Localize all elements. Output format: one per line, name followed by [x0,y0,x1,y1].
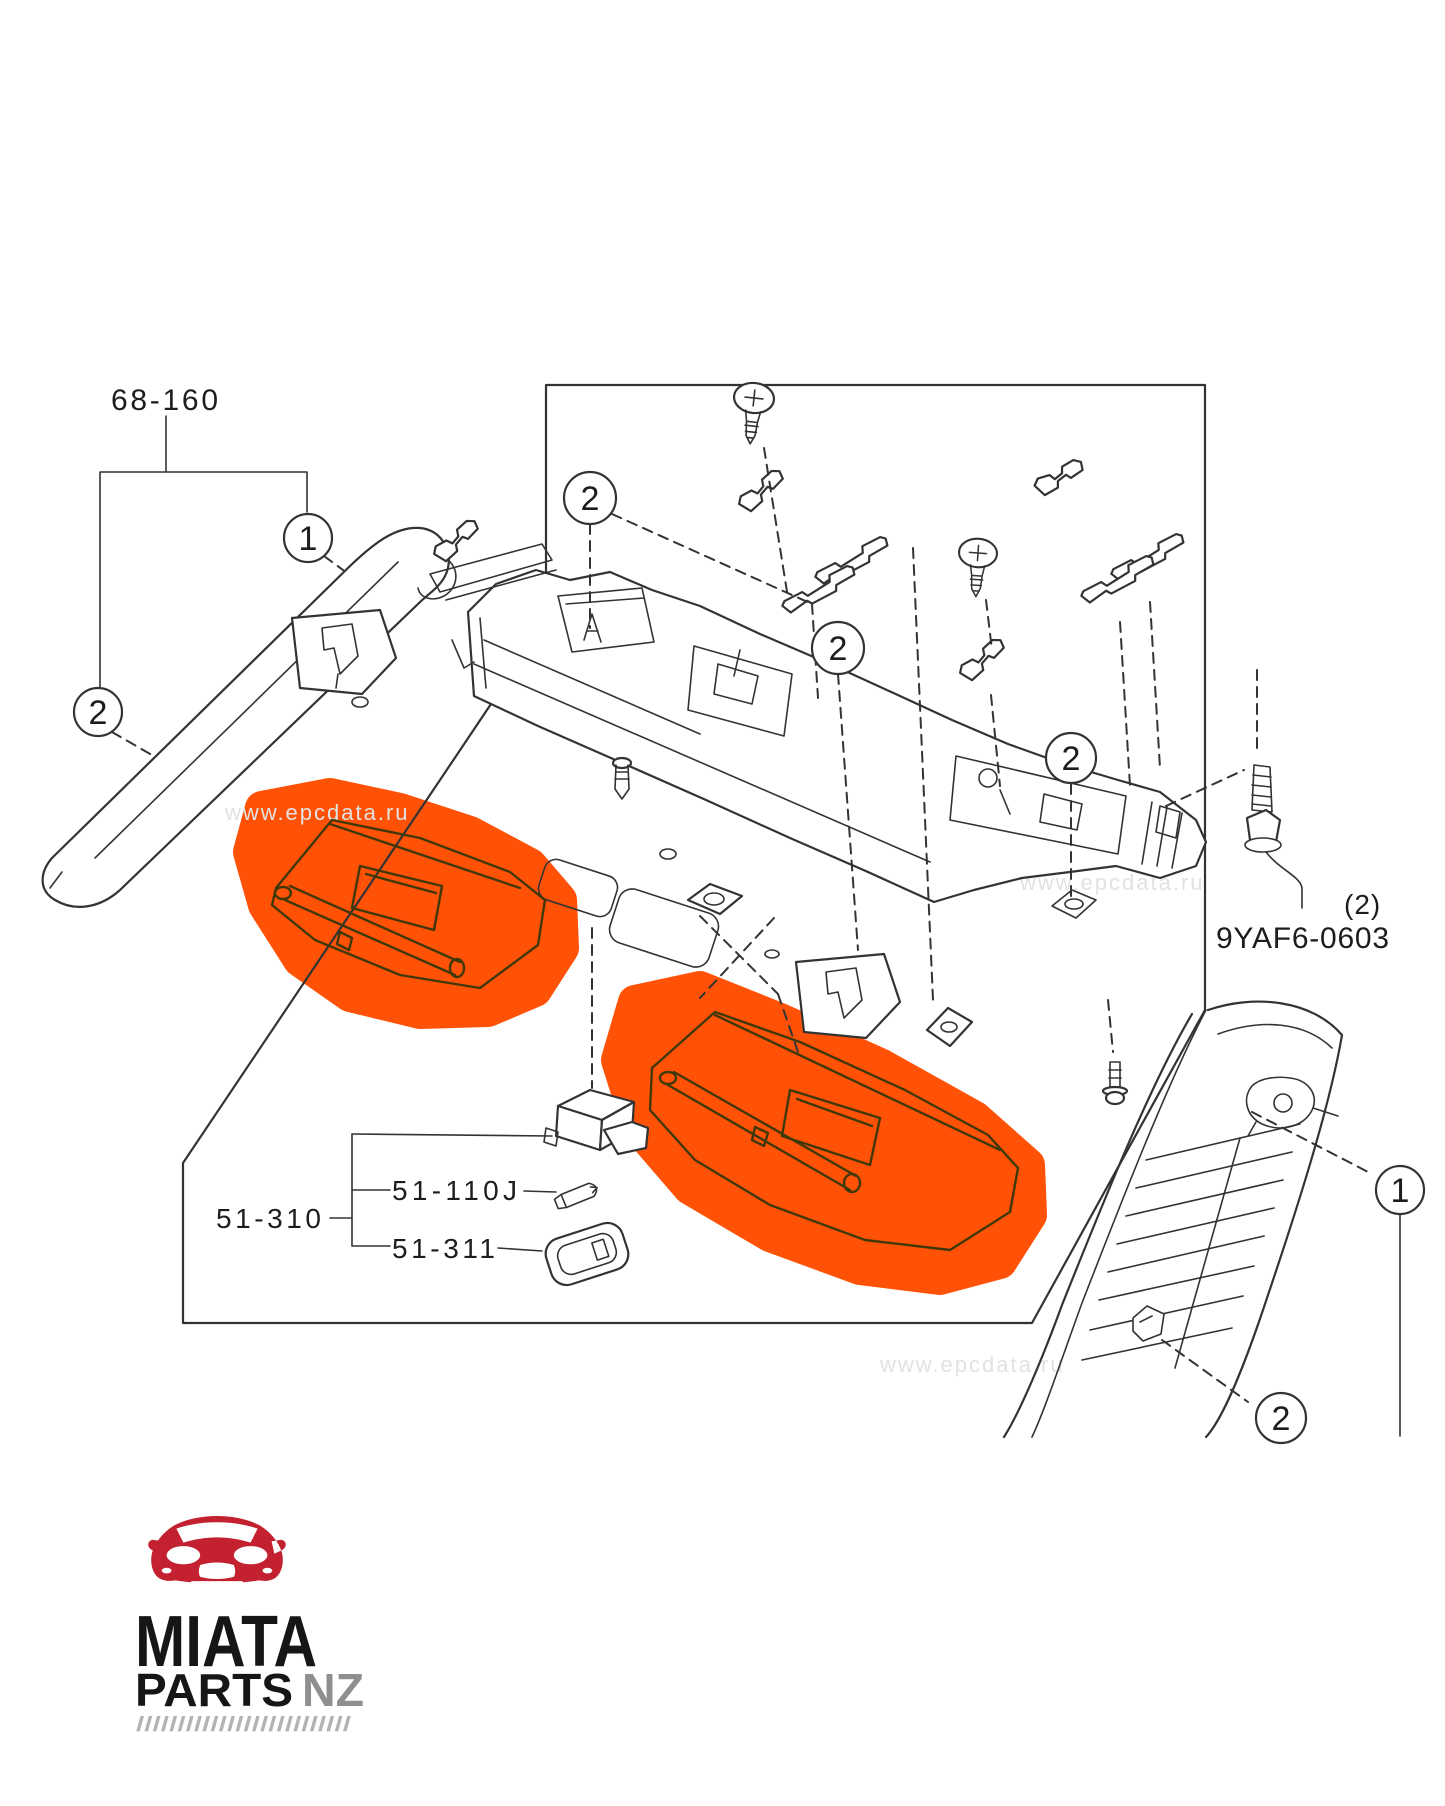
callout-circle-2 [810,620,866,676]
callouts: 2 2 2 [562,470,1098,785]
watermark-text: www.epcdata.ru [879,1352,1065,1377]
callout-circle-2 [1044,731,1098,785]
bolt-9yaf6: (2) 9YAF6-0603 [1165,669,1390,955]
clip-nut-icon [925,1006,974,1048]
part-label-51-310: 51-310 [216,1203,322,1234]
diagram-border [181,383,1207,1325]
small-bolt-icon [1101,1061,1129,1106]
callout-number: 1 [299,520,318,558]
callout-number: 2 [1272,1400,1291,1438]
part-label-51-110J: 51-110J [392,1175,518,1206]
callout-circle-1 [282,512,334,564]
callout-number: 2 [89,694,108,732]
logo-subtitle-text: PARTS [135,1664,293,1716]
watermark-text: www.epcdata.ru [224,800,410,825]
visor-holder-bracket [290,608,398,708]
callout-circle-2 [72,686,124,738]
visor-holder-bracket [764,949,902,1040]
stud-icon [781,564,856,614]
map-light-group: 51-310 51-110J 51-311 [216,1088,650,1287]
part-qty-label: (2) [1344,889,1381,920]
callout-number: 1 [1391,1172,1410,1210]
miata-car-icon [148,1516,286,1586]
pad-icon [537,858,619,918]
trim-clip [1132,1305,1165,1342]
tapping-screw-icon [732,381,776,445]
bulb-icon [553,1182,598,1210]
tapping-screw-icon [957,537,999,598]
stud-icon [814,535,889,585]
header-garnish-panel [429,543,1208,919]
callout-circle-2 [562,470,618,526]
brand-logo: MIATA PARTS NZ /////////////////////////… [135,1516,364,1736]
a-pillar-trim-right [1002,1000,1344,1439]
logo-slashes-decoration: ////////////////////////// [136,1714,352,1736]
clip-nut-icon [659,848,744,916]
logo-region-text: NZ [302,1664,364,1716]
highlight-sunvisor-left [233,778,579,1029]
lens-icon [544,1221,630,1287]
pad-icon [608,888,720,968]
highlight-blobs [233,778,1047,1295]
retainer-clip-icon [958,638,1005,682]
part-label-51-311: 51-311 [392,1233,496,1264]
callout-number: 2 [829,630,848,668]
callouts-right: 1 2 [1161,1111,1426,1445]
part-label-68-160: 68-160 [111,384,219,417]
callout-circle-2 [1254,1391,1308,1445]
retainer-clip-icon [1033,458,1084,497]
trim-ribs [1081,1123,1301,1361]
part-label-9YAF6-0603: 9YAF6-0603 [1216,922,1390,955]
retainer-clip-icon [432,519,479,563]
highlight-sunvisor-right [601,971,1047,1295]
callout-number: 2 [581,480,600,518]
small-bolt-icon [611,756,633,800]
sunvisor-right-art [648,1010,1020,1252]
callout-number: 2 [1062,740,1081,778]
logo-title-text: MIATA [135,1602,317,1682]
projection-dashed-lines [589,447,1161,1089]
sunvisor-left-art [270,818,547,990]
stud-icon [1080,554,1155,604]
retainer-clip-icon [737,469,784,513]
